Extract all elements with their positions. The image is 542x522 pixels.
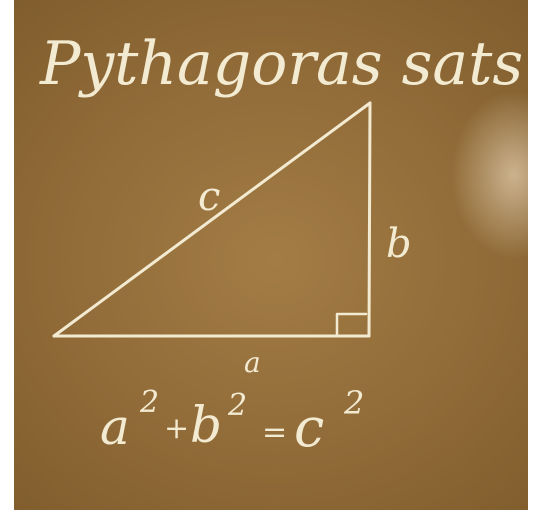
formula-b: b bbox=[190, 396, 222, 454]
chalkboard-drawing: Pythagoras sats c b a a 2 + b 2 = c 2 bbox=[39, 29, 523, 459]
triangle-side-b bbox=[367, 101, 372, 338]
formula-equals: = bbox=[262, 415, 287, 450]
formula-a-exponent: 2 bbox=[139, 385, 159, 420]
formula-plus: + bbox=[164, 411, 189, 446]
right-angle-mark bbox=[335, 312, 368, 338]
vertical-leg-label: b bbox=[386, 221, 412, 267]
horizontal-leg-label: a bbox=[244, 346, 261, 379]
right-triangle bbox=[52, 101, 372, 338]
formula-c-exponent: 2 bbox=[343, 384, 364, 422]
hypotenuse-label: c bbox=[198, 174, 220, 220]
chalkboard-photo: Pythagoras sats c b a a 2 + b 2 = c 2 bbox=[14, 0, 528, 510]
formula-c: c bbox=[294, 396, 324, 459]
triangle-side-c bbox=[52, 101, 372, 338]
title-text: Pythagoras sats bbox=[39, 29, 523, 99]
formula-a: a bbox=[100, 398, 130, 456]
formula-b-exponent: 2 bbox=[227, 388, 247, 423]
pythagorean-formula: a 2 + b 2 = c 2 bbox=[100, 384, 364, 459]
